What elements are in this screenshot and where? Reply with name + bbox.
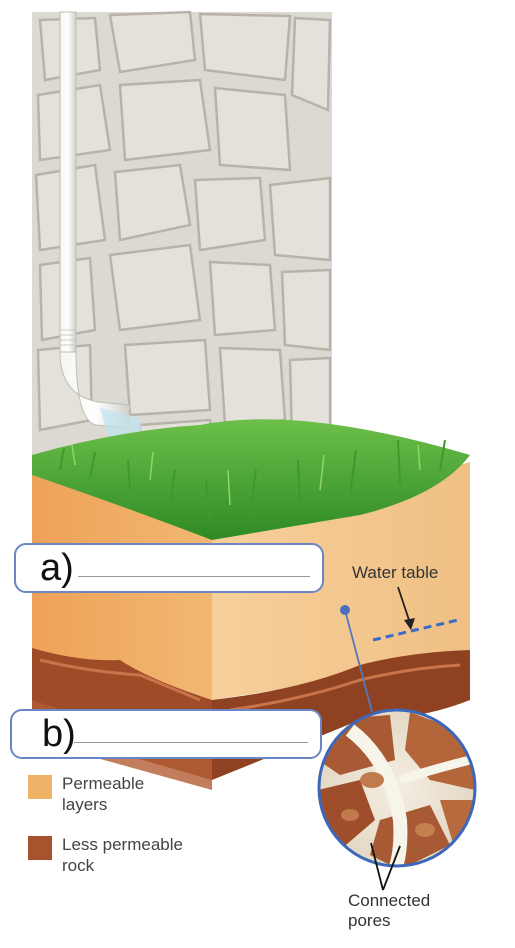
stone-wall [32,10,332,482]
pore-magnifier [317,708,477,891]
label-a: a) [40,547,74,589]
label-box-a[interactable]: a) [14,543,324,593]
legend-permeable-line2: layers [62,795,108,814]
water-table-label: Water table [352,563,439,582]
legend-less-line1: Less permeable [62,835,183,854]
label-box-b[interactable]: b) [10,709,322,759]
answer-line-b [74,742,308,743]
connected-pores-line1: Connected [348,891,431,910]
legend-text-less-permeable: Less permeable rock [62,834,242,876]
label-b: b) [42,713,76,755]
legend-swatch-less-permeable [28,836,52,860]
connected-pores-label: Connected pores [348,891,458,931]
legend-less-line2: rock [62,856,95,875]
water-table-line [372,586,459,642]
legend-text-permeable: Permeable layers [62,773,242,815]
pore-pointer [340,605,373,713]
legend-permeable-line1: Permeable [62,774,145,793]
connected-pores-line2: pores [348,911,391,930]
legend-swatch-permeable [28,775,52,799]
grass [32,419,470,540]
answer-line-a [78,576,310,577]
